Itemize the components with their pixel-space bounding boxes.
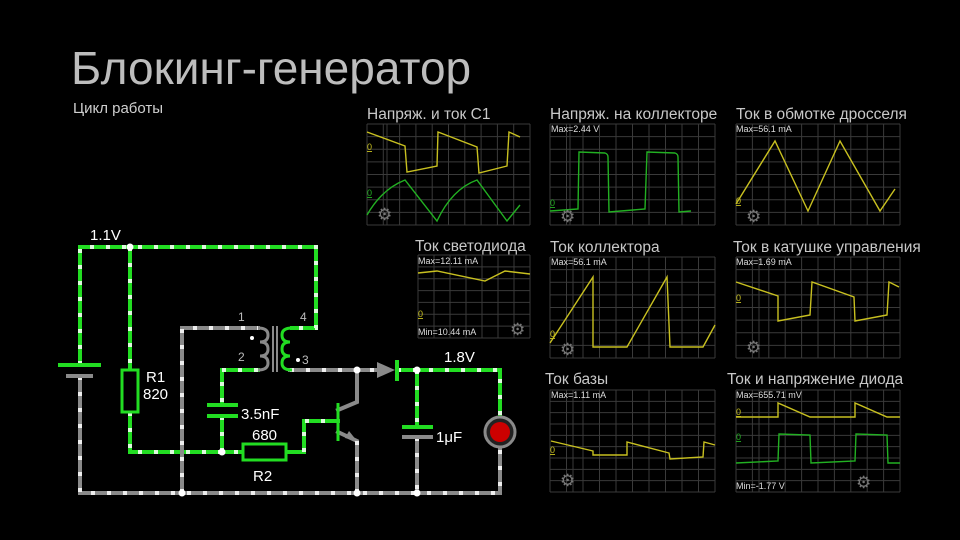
scope-max: Max=56.1 mA <box>551 257 607 267</box>
capacitor-c1[interactable] <box>207 403 238 418</box>
led[interactable] <box>483 415 517 449</box>
r1-value: 820 <box>143 386 168 403</box>
zero-marker: 0 <box>418 309 423 319</box>
gear-icon[interactable]: ⚙ <box>377 205 392 224</box>
resistor-r1[interactable] <box>120 368 140 414</box>
capacitor-c2[interactable] <box>402 425 433 439</box>
scope-min: Min=10.44 mA <box>418 327 476 337</box>
scope-title: Ток в катушке управления <box>733 239 921 256</box>
scope-max: Max=655.71 mV <box>736 390 802 400</box>
scope-grid <box>735 123 901 226</box>
zero-marker: 0 <box>550 198 555 208</box>
scope-title: Напряж. и ток C1 <box>367 106 490 123</box>
circuit-schematic[interactable]: 1.1V R1 820 1 2 3 4 3.5nF 680 R2 <box>58 227 517 497</box>
scope-title: Ток базы <box>545 371 608 388</box>
scope-max: Max=1.11 mA <box>551 390 606 400</box>
gear-icon[interactable]: ⚙ <box>856 473 871 492</box>
transistor[interactable] <box>336 403 357 441</box>
scope-max: Max=56.1 mA <box>736 124 792 134</box>
r1-name: R1 <box>146 369 165 386</box>
resistor-r2[interactable] <box>241 442 288 462</box>
scope-min: Min=-1.77 V <box>736 481 785 491</box>
scope-grid <box>549 123 716 226</box>
pin-3-label: 3 <box>302 353 309 367</box>
page-title: Блокинг-генератор <box>71 42 471 94</box>
scope-base-current[interactable]: Ток базы Max=1.11 mA 0 ⚙ <box>545 371 716 493</box>
zero-marker: 0 <box>367 142 372 152</box>
active-wires[interactable] <box>78 245 502 454</box>
gear-icon[interactable]: ⚙ <box>746 338 761 357</box>
scope-max: Max=1.69 mA <box>736 257 792 267</box>
c1-value: 3.5nF <box>241 406 279 423</box>
pin-2-label: 2 <box>238 350 245 364</box>
gear-icon[interactable]: ⚙ <box>560 340 575 359</box>
scope-collector-voltage[interactable]: Напряж. на коллекторе Max=2.44 V 0 ⚙ <box>549 106 717 226</box>
zero-marker: 0 <box>736 432 741 442</box>
gear-icon[interactable]: ⚙ <box>746 207 761 226</box>
scope-title: Ток и напряжение диода <box>727 371 904 388</box>
scope-title: Ток коллектора <box>550 239 660 256</box>
page-subtitle: Цикл работы <box>73 100 163 117</box>
scope-choke-current[interactable]: Ток в обмотке дросселя Max=56.1 mA 0 ⚙ <box>735 106 907 226</box>
pin-1-label: 1 <box>238 310 245 324</box>
scope-grid <box>366 123 531 226</box>
scope-grid <box>417 254 531 339</box>
zero-marker: 0 <box>550 329 555 339</box>
scope-c1[interactable]: Напряж. и ток C1 0 0 ⚙ <box>366 106 531 226</box>
current-dots <box>78 245 502 495</box>
scope-grid <box>549 256 716 359</box>
scope-led-current[interactable]: Ток светодиода Max=12.11 mA 0 ⚙ Min=10.4… <box>415 238 531 339</box>
scope-collector-current[interactable]: Ток коллектора Max=56.1 mA 0 ⚙ <box>549 239 716 359</box>
zero-marker: 0 <box>736 407 741 417</box>
c2-value: 1μF <box>436 429 462 446</box>
r2-value: 680 <box>252 427 277 444</box>
gear-icon[interactable]: ⚙ <box>560 207 575 226</box>
zero-marker: 0 <box>736 293 741 303</box>
zero-marker: 0 <box>367 188 372 198</box>
idle-wires[interactable] <box>78 326 502 495</box>
output-voltage-label: 1.8V <box>444 349 475 366</box>
transformer[interactable] <box>250 326 300 372</box>
junctions <box>126 243 421 497</box>
scope-max: Max=12.11 mA <box>418 256 478 266</box>
scope-max: Max=2.44 V <box>551 124 599 134</box>
r2-name: R2 <box>253 468 272 485</box>
gear-icon[interactable]: ⚙ <box>510 320 525 339</box>
scope-grid <box>735 389 901 493</box>
battery[interactable] <box>58 363 101 378</box>
supply-voltage-label: 1.1V <box>90 227 121 244</box>
gear-icon[interactable]: ⚙ <box>560 471 575 490</box>
zero-marker: 0 <box>550 445 555 455</box>
scope-grid <box>549 389 716 493</box>
scope-diode[interactable]: Ток и напряжение диода Max=655.71 mV 0 0… <box>727 371 904 493</box>
scope-control-coil-current[interactable]: Ток в катушке управления Max=1.69 mA 0 ⚙ <box>733 239 921 359</box>
zero-marker: 0 <box>736 196 741 206</box>
pin-4-label: 4 <box>300 310 307 324</box>
diode[interactable] <box>377 360 399 381</box>
scope-title: Напряж. на коллекторе <box>550 106 717 123</box>
scope-grid <box>735 256 901 359</box>
scope-title: Ток в обмотке дросселя <box>736 106 907 123</box>
scope-title: Ток светодиода <box>415 238 526 255</box>
